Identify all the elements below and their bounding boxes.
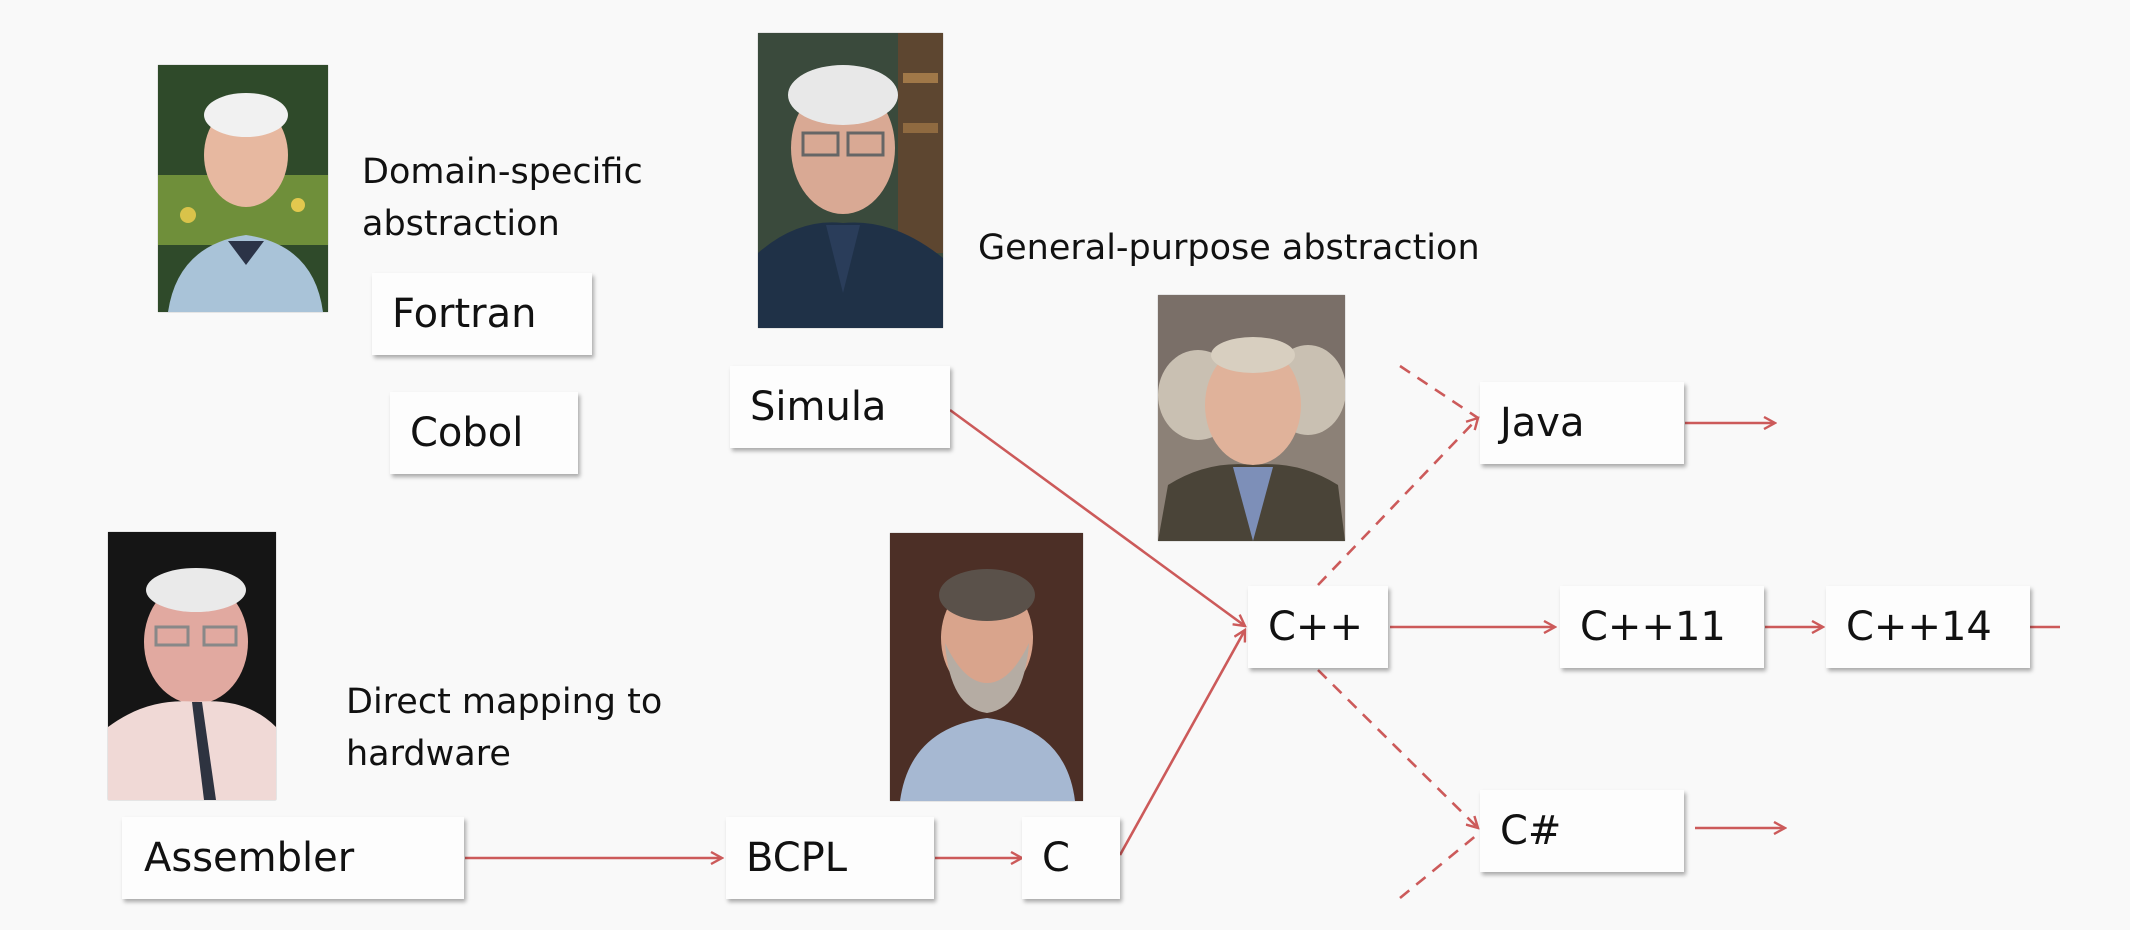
language-box-assembler: Assembler	[122, 817, 464, 899]
edge-from-csharp-dashed	[1399, 832, 1479, 900]
domain-specific-note: Domain-specific abstraction	[362, 146, 682, 250]
language-label: C#	[1500, 808, 1562, 854]
portrait-image	[890, 533, 1083, 801]
language-label: C++	[1268, 604, 1363, 650]
portrait-image	[158, 65, 328, 312]
portrait-image	[1158, 295, 1345, 541]
language-box-cpp14: C++14	[1826, 586, 2030, 668]
language-box-cpp11: C++11	[1560, 586, 1764, 668]
language-box-simula: Simula	[730, 366, 950, 448]
language-box-cpp: C++	[1248, 586, 1388, 668]
direct-mapping-note: Direct mapping to hardware	[346, 676, 706, 780]
portrait-photo-c	[890, 533, 1083, 801]
language-label: C++14	[1846, 604, 1992, 650]
direct-mapping-text: Direct mapping to hardware	[346, 682, 663, 774]
edge-simula-to-cpp	[949, 408, 1245, 626]
general-purpose-text: General-purpose abstraction	[978, 228, 1480, 268]
portrait-photo-domain-specific	[158, 65, 328, 312]
edge-c-to-cpp	[1118, 630, 1245, 856]
language-label: C	[1042, 835, 1070, 881]
language-label: BCPL	[746, 835, 848, 881]
portrait-photo-general-purpose	[758, 33, 943, 328]
language-box-c: C	[1022, 817, 1120, 899]
language-label: Assembler	[144, 835, 355, 881]
language-box-csharp: C#	[1480, 790, 1684, 872]
portrait-photo-assembler	[108, 532, 276, 800]
portrait-image	[108, 532, 276, 800]
language-label: C++11	[1580, 604, 1726, 650]
language-box-java: Java	[1480, 382, 1684, 464]
language-box-fortran: Fortran	[372, 273, 592, 355]
edge-into-java-dashed	[1399, 364, 1479, 420]
domain-specific-text: Domain-specific abstraction	[362, 152, 643, 244]
language-label: Simula	[750, 384, 887, 430]
portrait-image	[758, 33, 943, 328]
language-box-bcpl: BCPL	[726, 817, 934, 899]
general-purpose-note: General-purpose abstraction	[978, 222, 1538, 274]
language-label: Java	[1500, 400, 1585, 446]
portrait-photo-cpp	[1158, 295, 1345, 541]
language-label: Cobol	[410, 410, 524, 456]
edge-cpp-to-java	[1317, 418, 1478, 586]
language-label: Fortran	[392, 291, 537, 337]
edge-cpp-to-csharp	[1317, 669, 1478, 828]
language-box-cobol: Cobol	[390, 392, 578, 474]
